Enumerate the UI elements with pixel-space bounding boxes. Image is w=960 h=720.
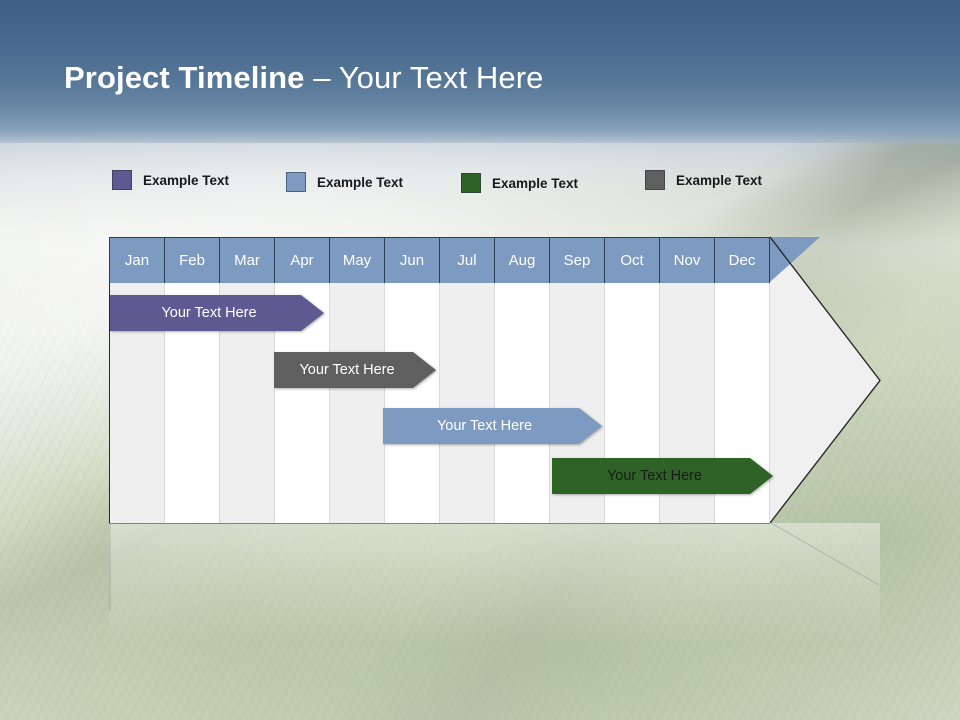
month-header-apr[interactable]: Apr	[274, 237, 330, 283]
task-chevron-fill	[383, 408, 602, 444]
month-header-jul[interactable]: Jul	[439, 237, 495, 283]
timeline-task-bar-2[interactable]: Your Text Here	[274, 352, 436, 388]
legend-swatch-icon	[286, 172, 306, 192]
legend-item-label: Example Text	[143, 172, 230, 188]
legend-item-4: Example Text	[645, 170, 762, 190]
month-header-may[interactable]: May	[329, 237, 385, 283]
month-header-jun[interactable]: Jun	[384, 237, 440, 283]
month-header-jan[interactable]: Jan	[109, 237, 165, 283]
task-bar-label: Your Text Here	[436, 418, 533, 434]
task-chevron-fill	[110, 295, 324, 331]
page-title-light: – Your Text Here	[304, 60, 544, 95]
month-header-dec[interactable]: Dec	[714, 237, 770, 283]
legend-swatch-icon	[645, 170, 665, 190]
month-column-jun	[384, 283, 440, 524]
timeline-task-bar-1[interactable]: Your Text Here	[110, 295, 324, 331]
legend-item-2: Example Text	[286, 172, 403, 192]
legend-swatch-icon	[461, 173, 481, 193]
task-bar-label: Your Text Here	[299, 362, 395, 378]
month-header-nov[interactable]: Nov	[659, 237, 715, 283]
timeline-task-bar-3[interactable]: Your Text Here	[383, 408, 602, 444]
month-header-oct[interactable]: Oct	[604, 237, 660, 283]
page-title: Project Timeline – Your Text Here	[64, 60, 543, 96]
legend-item-label: Example Text	[676, 172, 763, 188]
task-bar-label: Your Text Here	[606, 468, 703, 484]
page-title-bold: Project Timeline	[64, 60, 305, 95]
title-banner	[0, 0, 960, 143]
task-chevron-fill	[274, 352, 436, 388]
month-header-mar[interactable]: Mar	[219, 237, 275, 283]
task-chevron-shape	[274, 352, 436, 388]
legend-item-3: Example Text	[461, 173, 578, 193]
month-header-aug[interactable]: Aug	[494, 237, 550, 283]
task-bar-label: Your Text Here	[161, 305, 257, 321]
month-column-aug	[494, 283, 550, 524]
month-column-may	[329, 283, 385, 524]
month-column-jul	[439, 283, 495, 524]
task-chevron-shape	[552, 458, 773, 494]
legend-swatch-icon	[112, 170, 132, 190]
legend-item-label: Example Text	[492, 175, 579, 191]
task-chevron-shape	[383, 408, 602, 444]
timeline-task-bar-4[interactable]: Your Text Here	[552, 458, 773, 494]
timeline-arrow-head	[770, 237, 880, 522]
legend-item-label: Example Text	[317, 174, 404, 190]
task-chevron-fill	[552, 458, 773, 494]
month-header-feb[interactable]: Feb	[164, 237, 220, 283]
month-header-sep[interactable]: Sep	[549, 237, 605, 283]
legend-item-1: Example Text	[112, 170, 229, 190]
task-chevron-shape	[110, 295, 324, 331]
